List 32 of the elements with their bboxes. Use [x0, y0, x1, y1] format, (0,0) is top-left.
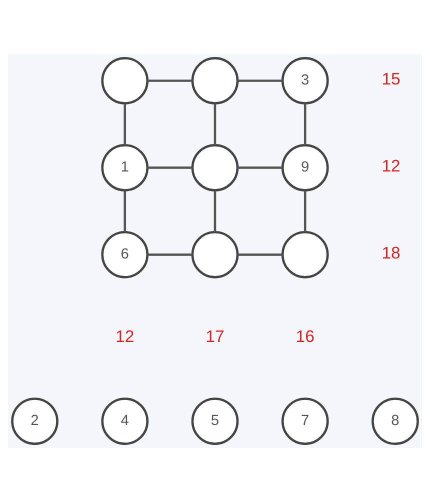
- connector: [238, 166, 282, 168]
- node-circle: 5: [191, 397, 239, 444]
- node-circle: 4: [101, 397, 149, 444]
- node-circle: [101, 56, 149, 104]
- node-circle: 6: [101, 230, 149, 278]
- node-circle: 9: [281, 144, 329, 191]
- node-circle: [191, 56, 239, 104]
- node-circle: [191, 230, 239, 278]
- node-circle: [191, 144, 239, 191]
- connector: [304, 103, 306, 145]
- node-circle: 8: [372, 397, 419, 444]
- connector: [124, 103, 126, 145]
- node-circle: 2: [11, 397, 58, 444]
- connector: [124, 190, 126, 232]
- node-circle: 7: [281, 397, 329, 444]
- label: 18: [382, 243, 400, 262]
- label: 15: [382, 69, 400, 88]
- connector: [147, 79, 192, 82]
- connector: [147, 166, 192, 168]
- connector: [147, 253, 192, 256]
- connector: [214, 190, 216, 232]
- node-circle: 3: [281, 56, 329, 104]
- node-circle: [281, 230, 329, 278]
- node-circle: 1: [101, 144, 149, 191]
- connector: [238, 79, 282, 82]
- label: 12: [382, 156, 400, 176]
- connector: [238, 253, 282, 256]
- connector: [214, 103, 216, 145]
- label: 12: [116, 326, 134, 346]
- label: 16: [296, 326, 314, 346]
- connector: [304, 190, 306, 232]
- label: 17: [206, 326, 224, 346]
